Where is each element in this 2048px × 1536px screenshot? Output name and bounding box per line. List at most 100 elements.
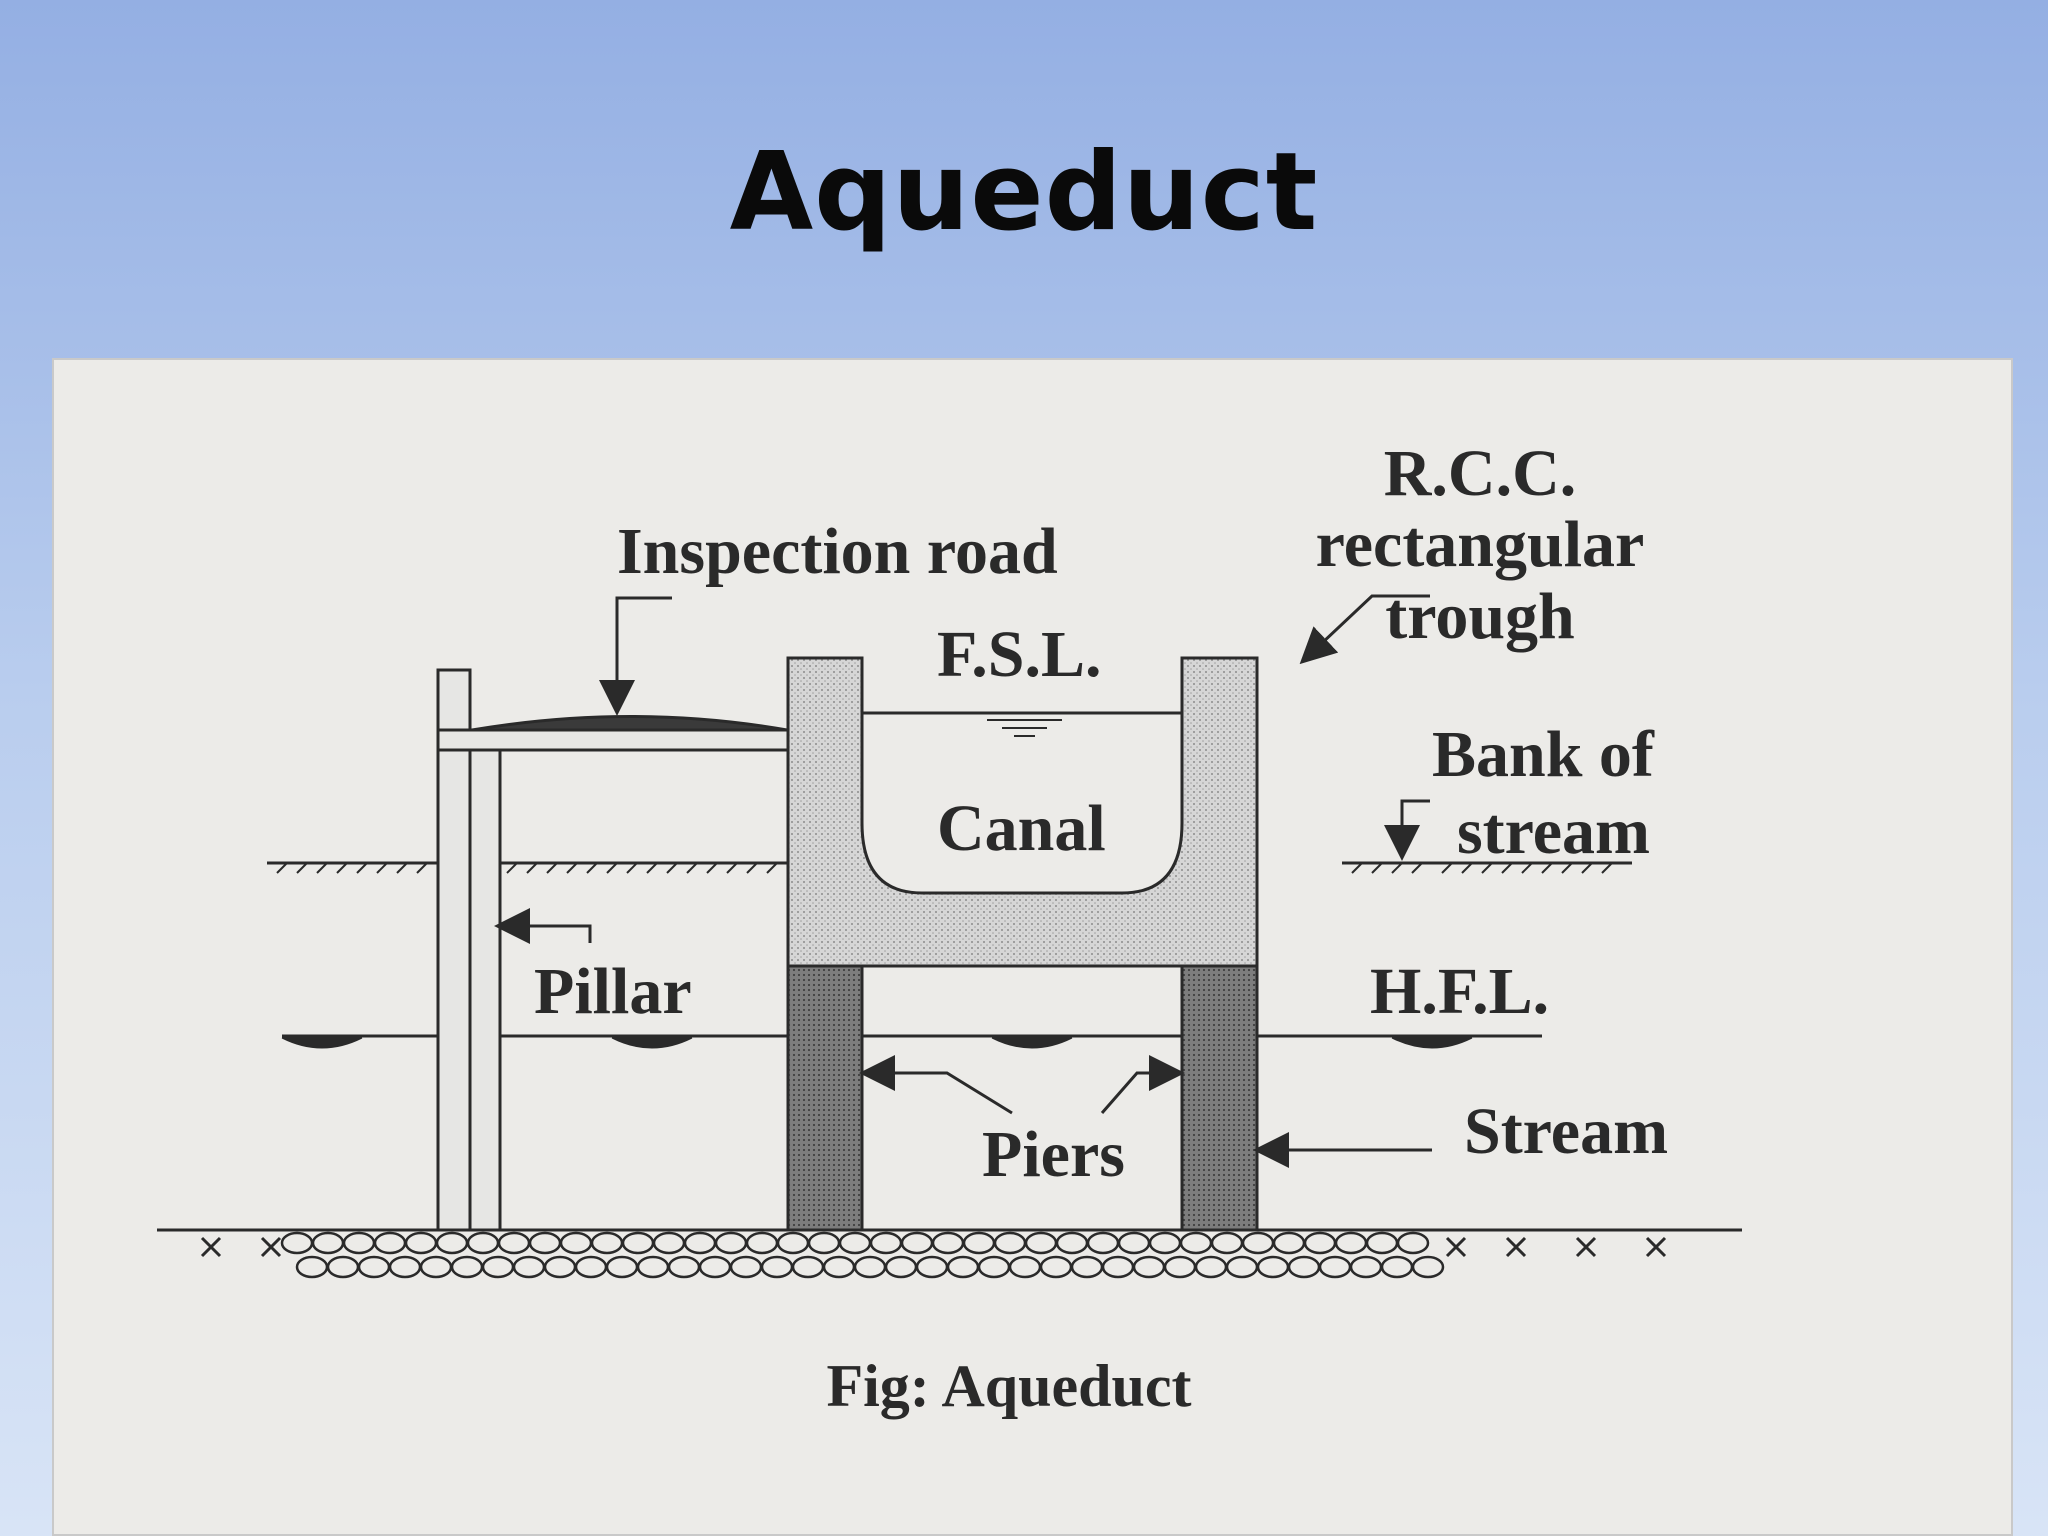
boulder (1334, 1231, 1368, 1255)
boulder (729, 1255, 763, 1279)
boulder (342, 1231, 376, 1255)
boulder (419, 1255, 453, 1279)
boulder (1148, 1231, 1182, 1255)
boulder (528, 1231, 562, 1255)
boulder (1318, 1255, 1352, 1279)
slide-title: Aqueduct (729, 130, 1319, 255)
boulder (698, 1255, 732, 1279)
boulder (745, 1231, 779, 1255)
pillar (436, 668, 502, 1232)
label-inspection-road: Inspection road (617, 515, 1058, 588)
boulder (574, 1255, 608, 1279)
label-fsl: F.S.L. (937, 618, 1101, 691)
boulder (621, 1231, 655, 1255)
boulder (311, 1231, 345, 1255)
boulder (1225, 1255, 1259, 1279)
boulder (900, 1231, 934, 1255)
boulder (791, 1255, 825, 1279)
boulder (1380, 1255, 1414, 1279)
boulder (1086, 1231, 1120, 1255)
boulder (590, 1231, 624, 1255)
boulder (915, 1255, 949, 1279)
boulder (1163, 1255, 1197, 1279)
boulder (1117, 1231, 1151, 1255)
boulder (993, 1231, 1027, 1255)
boulder (1008, 1255, 1042, 1279)
label-bank-line1: Bank of (1432, 718, 1655, 791)
boulder (1101, 1255, 1135, 1279)
boulder (1287, 1255, 1321, 1279)
fsl-water-line (862, 711, 1182, 737)
boulder (946, 1255, 980, 1279)
boulder (760, 1255, 794, 1279)
ground-line-right (1342, 861, 1632, 874)
boulder (636, 1255, 670, 1279)
boulder (1210, 1231, 1244, 1255)
label-hfl: H.F.L. (1370, 955, 1549, 1028)
boulder (776, 1231, 810, 1255)
boulder (1194, 1255, 1228, 1279)
boulder (404, 1231, 438, 1255)
boulder (869, 1231, 903, 1255)
label-canal: Canal (937, 792, 1106, 865)
boulder (559, 1231, 593, 1255)
boulder (466, 1231, 500, 1255)
label-stream: Stream (1464, 1095, 1668, 1168)
boulder (326, 1255, 360, 1279)
boulder (1411, 1255, 1445, 1279)
boulder (962, 1231, 996, 1255)
label-pillar: Pillar (534, 955, 692, 1028)
boulder (1241, 1231, 1275, 1255)
boulder (838, 1231, 872, 1255)
leader-lines (494, 594, 1432, 1168)
boulder (1365, 1231, 1399, 1255)
boulder (1070, 1255, 1104, 1279)
boulder (977, 1255, 1011, 1279)
label-bank-line2: stream (1457, 795, 1650, 868)
boulder (388, 1255, 422, 1279)
boulder (714, 1231, 748, 1255)
aqueduct-diagram: Inspection road R.C.C. rectangular troug… (157, 437, 1742, 1419)
boulder (605, 1255, 639, 1279)
boulder (357, 1255, 391, 1279)
pier-left (786, 964, 864, 1232)
boulder (853, 1255, 887, 1279)
boulder (280, 1231, 314, 1255)
figure-panel: Inspection road R.C.C. rectangular troug… (52, 358, 2013, 1536)
boulder (450, 1255, 484, 1279)
label-rcc-line2: rectangular (1316, 508, 1645, 581)
boulder (1349, 1255, 1383, 1279)
boulder (667, 1255, 701, 1279)
boulder (1055, 1231, 1089, 1255)
label-rcc-line1: R.C.C. (1384, 437, 1577, 510)
boulder (1024, 1231, 1058, 1255)
boulder (373, 1231, 407, 1255)
inspection-road (436, 715, 840, 752)
boulder (295, 1255, 329, 1279)
rcc-trough (786, 656, 1259, 968)
pier-right (1180, 964, 1259, 1232)
boulder (683, 1231, 717, 1255)
boulder (1303, 1231, 1337, 1255)
boulder (1272, 1231, 1306, 1255)
boulder (481, 1255, 515, 1279)
boulder (435, 1231, 469, 1255)
boulder (931, 1231, 965, 1255)
boulder (1179, 1231, 1213, 1255)
boulder (1396, 1231, 1430, 1255)
ground-line-left (267, 861, 792, 874)
boulder (652, 1231, 686, 1255)
boulder (543, 1255, 577, 1279)
label-rcc-line3: trough (1385, 580, 1575, 653)
boulder (807, 1231, 841, 1255)
figure-caption: Fig: Aqueduct (826, 1353, 1191, 1419)
boulder (1256, 1255, 1290, 1279)
boulder (512, 1255, 546, 1279)
boulder (1039, 1255, 1073, 1279)
boulder (884, 1255, 918, 1279)
stream-bed (157, 1228, 1742, 1279)
label-piers: Piers (982, 1118, 1125, 1191)
boulder (497, 1231, 531, 1255)
boulder (1132, 1255, 1166, 1279)
boulder (822, 1255, 856, 1279)
